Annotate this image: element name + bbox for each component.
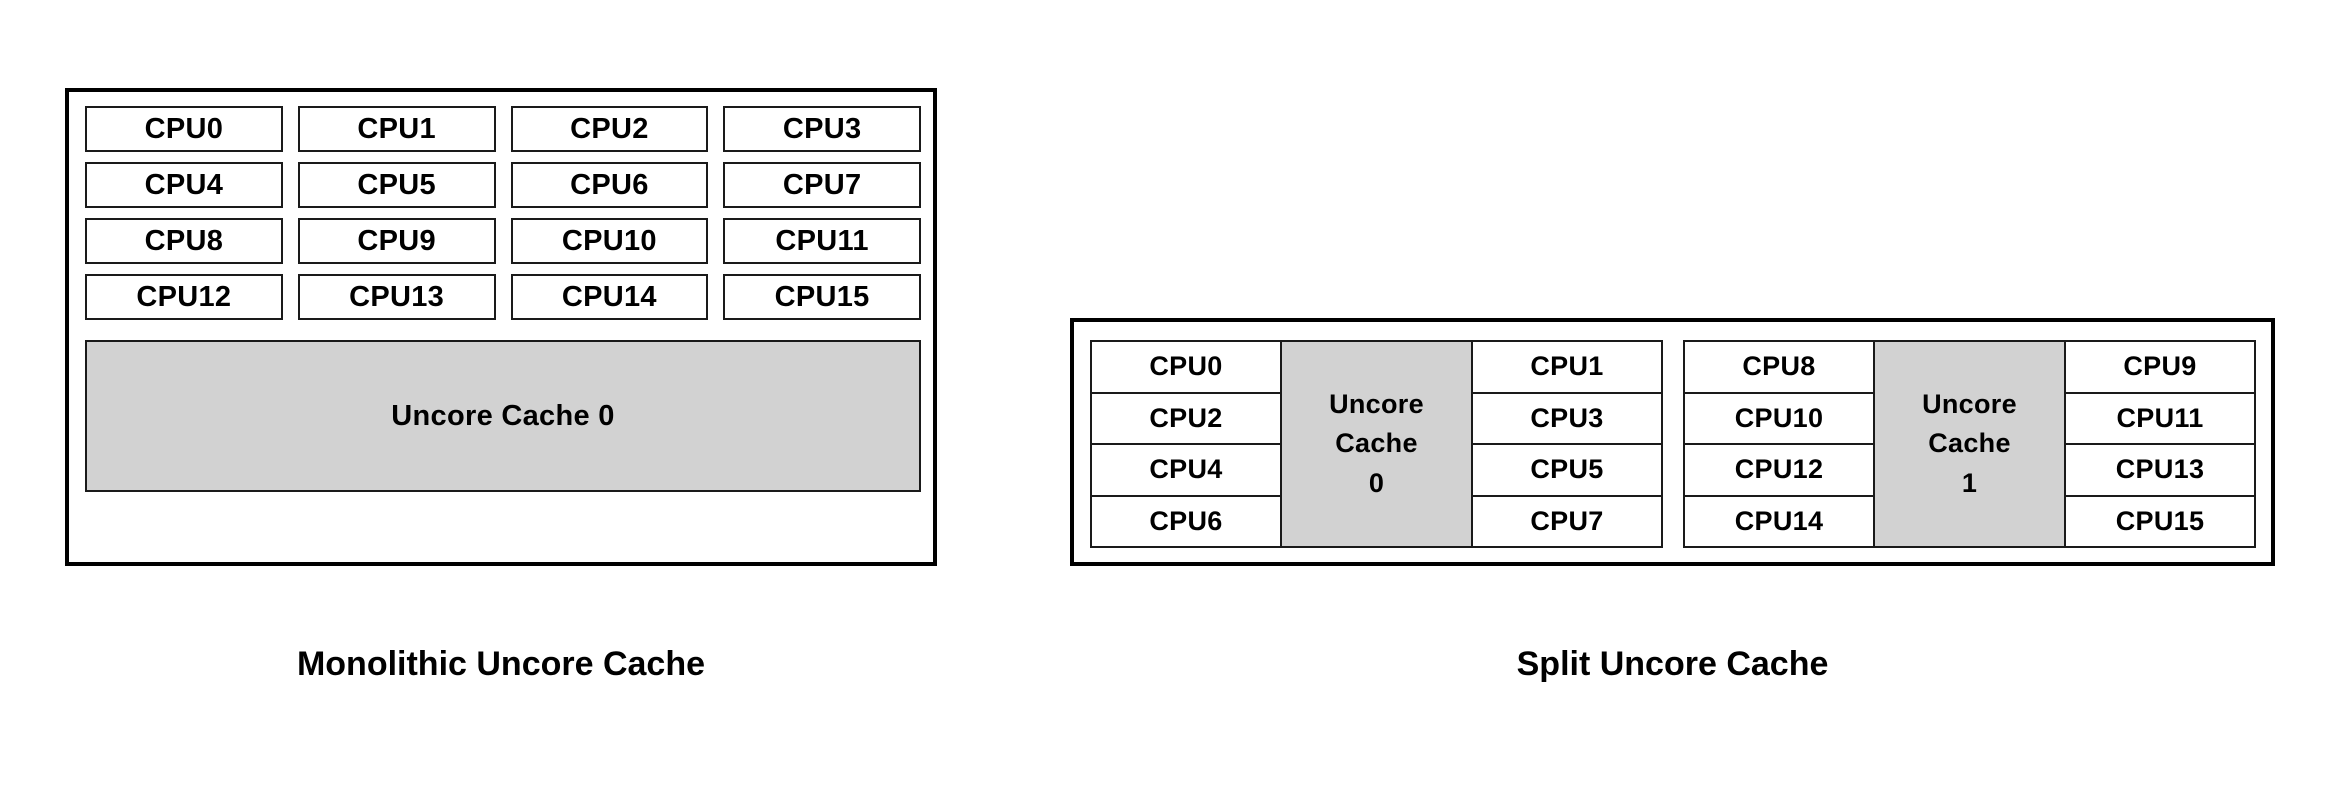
uncore-cache-column: Uncore Cache 1 (1873, 340, 2066, 548)
cpu-cell: CPU9 (2064, 340, 2256, 394)
uncore-cluster-0: CPU0 CPU2 CPU4 CPU6 Uncore Cache 0 CPU1 … (1090, 340, 1667, 548)
cpu-cell: CPU1 (297, 106, 496, 152)
cpu-cell: CPU12 (85, 274, 283, 320)
cpu-cell: CPU12 (1683, 443, 1875, 497)
uncore-cache-block: Uncore Cache 0 (1280, 340, 1473, 548)
cpu-column-right: CPU1 CPU3 CPU5 CPU7 (1471, 340, 1663, 548)
cpu-column-left: CPU8 CPU10 CPU12 CPU14 (1683, 340, 1875, 548)
monolithic-cpu-grid: CPU0 CPU1 CPU2 CPU3 CPU4 CPU5 CPU6 CPU7 … (85, 106, 921, 320)
cache-label-line2: Cache (1335, 428, 1418, 459)
cpu-cell: CPU15 (723, 274, 921, 320)
uncore-cache-column: Uncore Cache 0 (1280, 340, 1473, 548)
cpu-cell: CPU14 (510, 274, 709, 320)
uncore-cache-block: Uncore Cache 0 (85, 340, 921, 492)
cpu-cell: CPU3 (1471, 391, 1663, 445)
cpu-cell: CPU4 (85, 162, 283, 208)
cpu-cell: CPU15 (2064, 494, 2256, 548)
cpu-cell: CPU7 (1471, 494, 1663, 548)
cpu-cell: CPU13 (297, 274, 496, 320)
cpu-cell: CPU11 (2064, 391, 2256, 445)
cpu-cell: CPU0 (1090, 340, 1282, 394)
cpu-column-right: CPU9 CPU11 CPU13 CPU15 (2064, 340, 2256, 548)
cache-label-line1: Uncore (1329, 389, 1424, 420)
cpu-cell: CPU11 (723, 218, 921, 264)
uncore-cluster-1: CPU8 CPU10 CPU12 CPU14 Uncore Cache 1 CP… (1683, 340, 2260, 548)
cpu-cell: CPU13 (2064, 443, 2256, 497)
monolithic-caption: Monolithic Uncore Cache (296, 645, 706, 683)
cpu-cell: CPU9 (297, 218, 496, 264)
cpu-cell: CPU14 (1683, 494, 1875, 548)
uncore-cache-block: Uncore Cache 1 (1873, 340, 2066, 548)
cpu-cell: CPU2 (1090, 391, 1282, 445)
cpu-cell: CPU1 (1471, 340, 1663, 394)
cpu-cell: CPU7 (723, 162, 921, 208)
cpu-cell: CPU0 (85, 106, 283, 152)
cpu-cell: CPU6 (510, 162, 709, 208)
cpu-cell: CPU3 (723, 106, 921, 152)
cpu-column-left: CPU0 CPU2 CPU4 CPU6 (1090, 340, 1282, 548)
cpu-cell: CPU10 (1683, 391, 1875, 445)
cpu-cell: CPU8 (1683, 340, 1875, 394)
cpu-cell: CPU10 (510, 218, 709, 264)
cpu-cell: CPU2 (510, 106, 709, 152)
monolithic-uncore-diagram: CPU0 CPU1 CPU2 CPU3 CPU4 CPU5 CPU6 CPU7 … (65, 88, 937, 566)
cpu-cell: CPU4 (1090, 443, 1282, 497)
cache-label-line3: 0 (1368, 467, 1385, 498)
cache-label-line2: Cache (1928, 428, 2011, 459)
cpu-cell: CPU6 (1090, 494, 1282, 548)
cpu-cell: CPU8 (85, 218, 283, 264)
cpu-cell: CPU5 (1471, 443, 1663, 497)
cpu-cell: CPU5 (297, 162, 496, 208)
split-caption: Split Uncore Cache (1516, 645, 1829, 683)
cache-label-line3: 1 (1961, 467, 1978, 498)
cache-label-line1: Uncore (1922, 389, 2017, 420)
split-uncore-diagram: CPU0 CPU2 CPU4 CPU6 Uncore Cache 0 CPU1 … (1070, 318, 2275, 566)
